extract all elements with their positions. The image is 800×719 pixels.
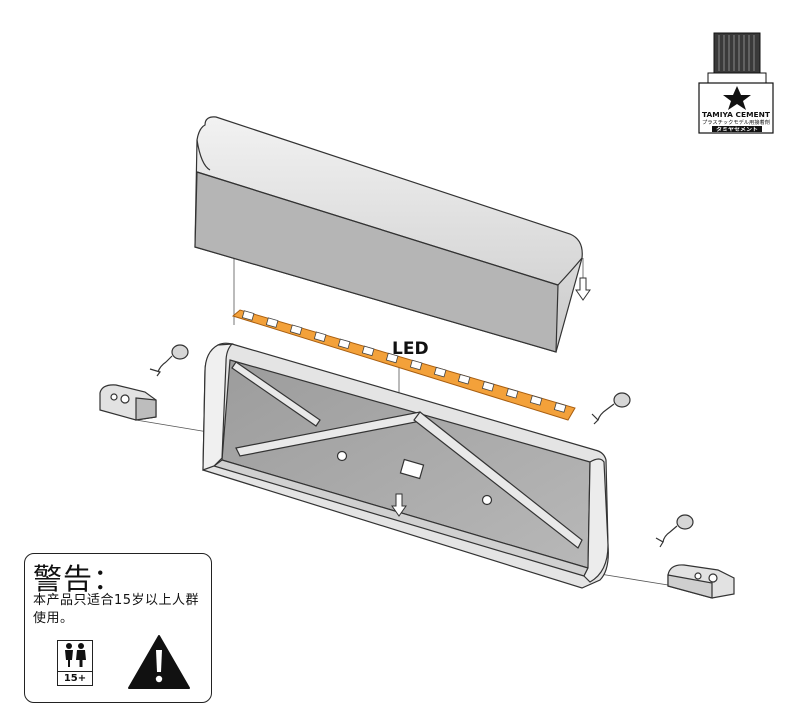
led-chip bbox=[361, 345, 375, 357]
tray-housing bbox=[202, 342, 609, 589]
right-bulb-upper bbox=[591, 392, 631, 425]
led-chip bbox=[265, 317, 279, 328]
warning-text: 本产品只适合15岁以上人群使用。 bbox=[33, 593, 200, 626]
cover-piece bbox=[194, 116, 583, 353]
led-strip bbox=[231, 309, 576, 421]
led-chip bbox=[385, 352, 399, 364]
people-icon bbox=[65, 643, 86, 667]
led-chip bbox=[553, 402, 567, 413]
warning-title: 警告： bbox=[33, 562, 124, 596]
cover-arrow bbox=[575, 277, 591, 301]
led-chip bbox=[313, 331, 327, 342]
warning-box: 警告： 本产品只适合15岁以上人群使用。 15+ bbox=[24, 553, 212, 703]
led-chip bbox=[457, 373, 471, 385]
warning-triangle-icon bbox=[128, 635, 190, 689]
left-bulb bbox=[149, 344, 189, 377]
left-bracket bbox=[99, 384, 157, 421]
led-chip bbox=[241, 310, 255, 321]
led-chip bbox=[481, 381, 495, 392]
led-chip bbox=[433, 366, 447, 378]
led-chip bbox=[409, 359, 423, 371]
cement-bottom-text: タミヤセメント bbox=[716, 126, 758, 133]
cement-brand-text: TAMIYA CEMENT bbox=[702, 111, 770, 119]
right-bracket bbox=[667, 564, 735, 599]
age-badge: 15+ bbox=[58, 671, 92, 684]
tray-arrow bbox=[391, 493, 407, 517]
led-chip bbox=[337, 338, 351, 350]
led-chips bbox=[241, 310, 567, 413]
cement-small-text: プラスチックモデル用接着剤 bbox=[702, 119, 770, 126]
led-chip bbox=[289, 324, 303, 335]
right-bulb-lower bbox=[655, 514, 694, 548]
led-label: LED bbox=[392, 339, 429, 359]
people-age-icon: 15+ bbox=[57, 640, 93, 686]
tamiya-cement-bottle-icon: TAMIYA CEMENT プラスチックモデル用接着剤 タミヤセメント bbox=[698, 32, 774, 134]
led-chip bbox=[529, 395, 543, 406]
led-chip bbox=[505, 388, 519, 399]
